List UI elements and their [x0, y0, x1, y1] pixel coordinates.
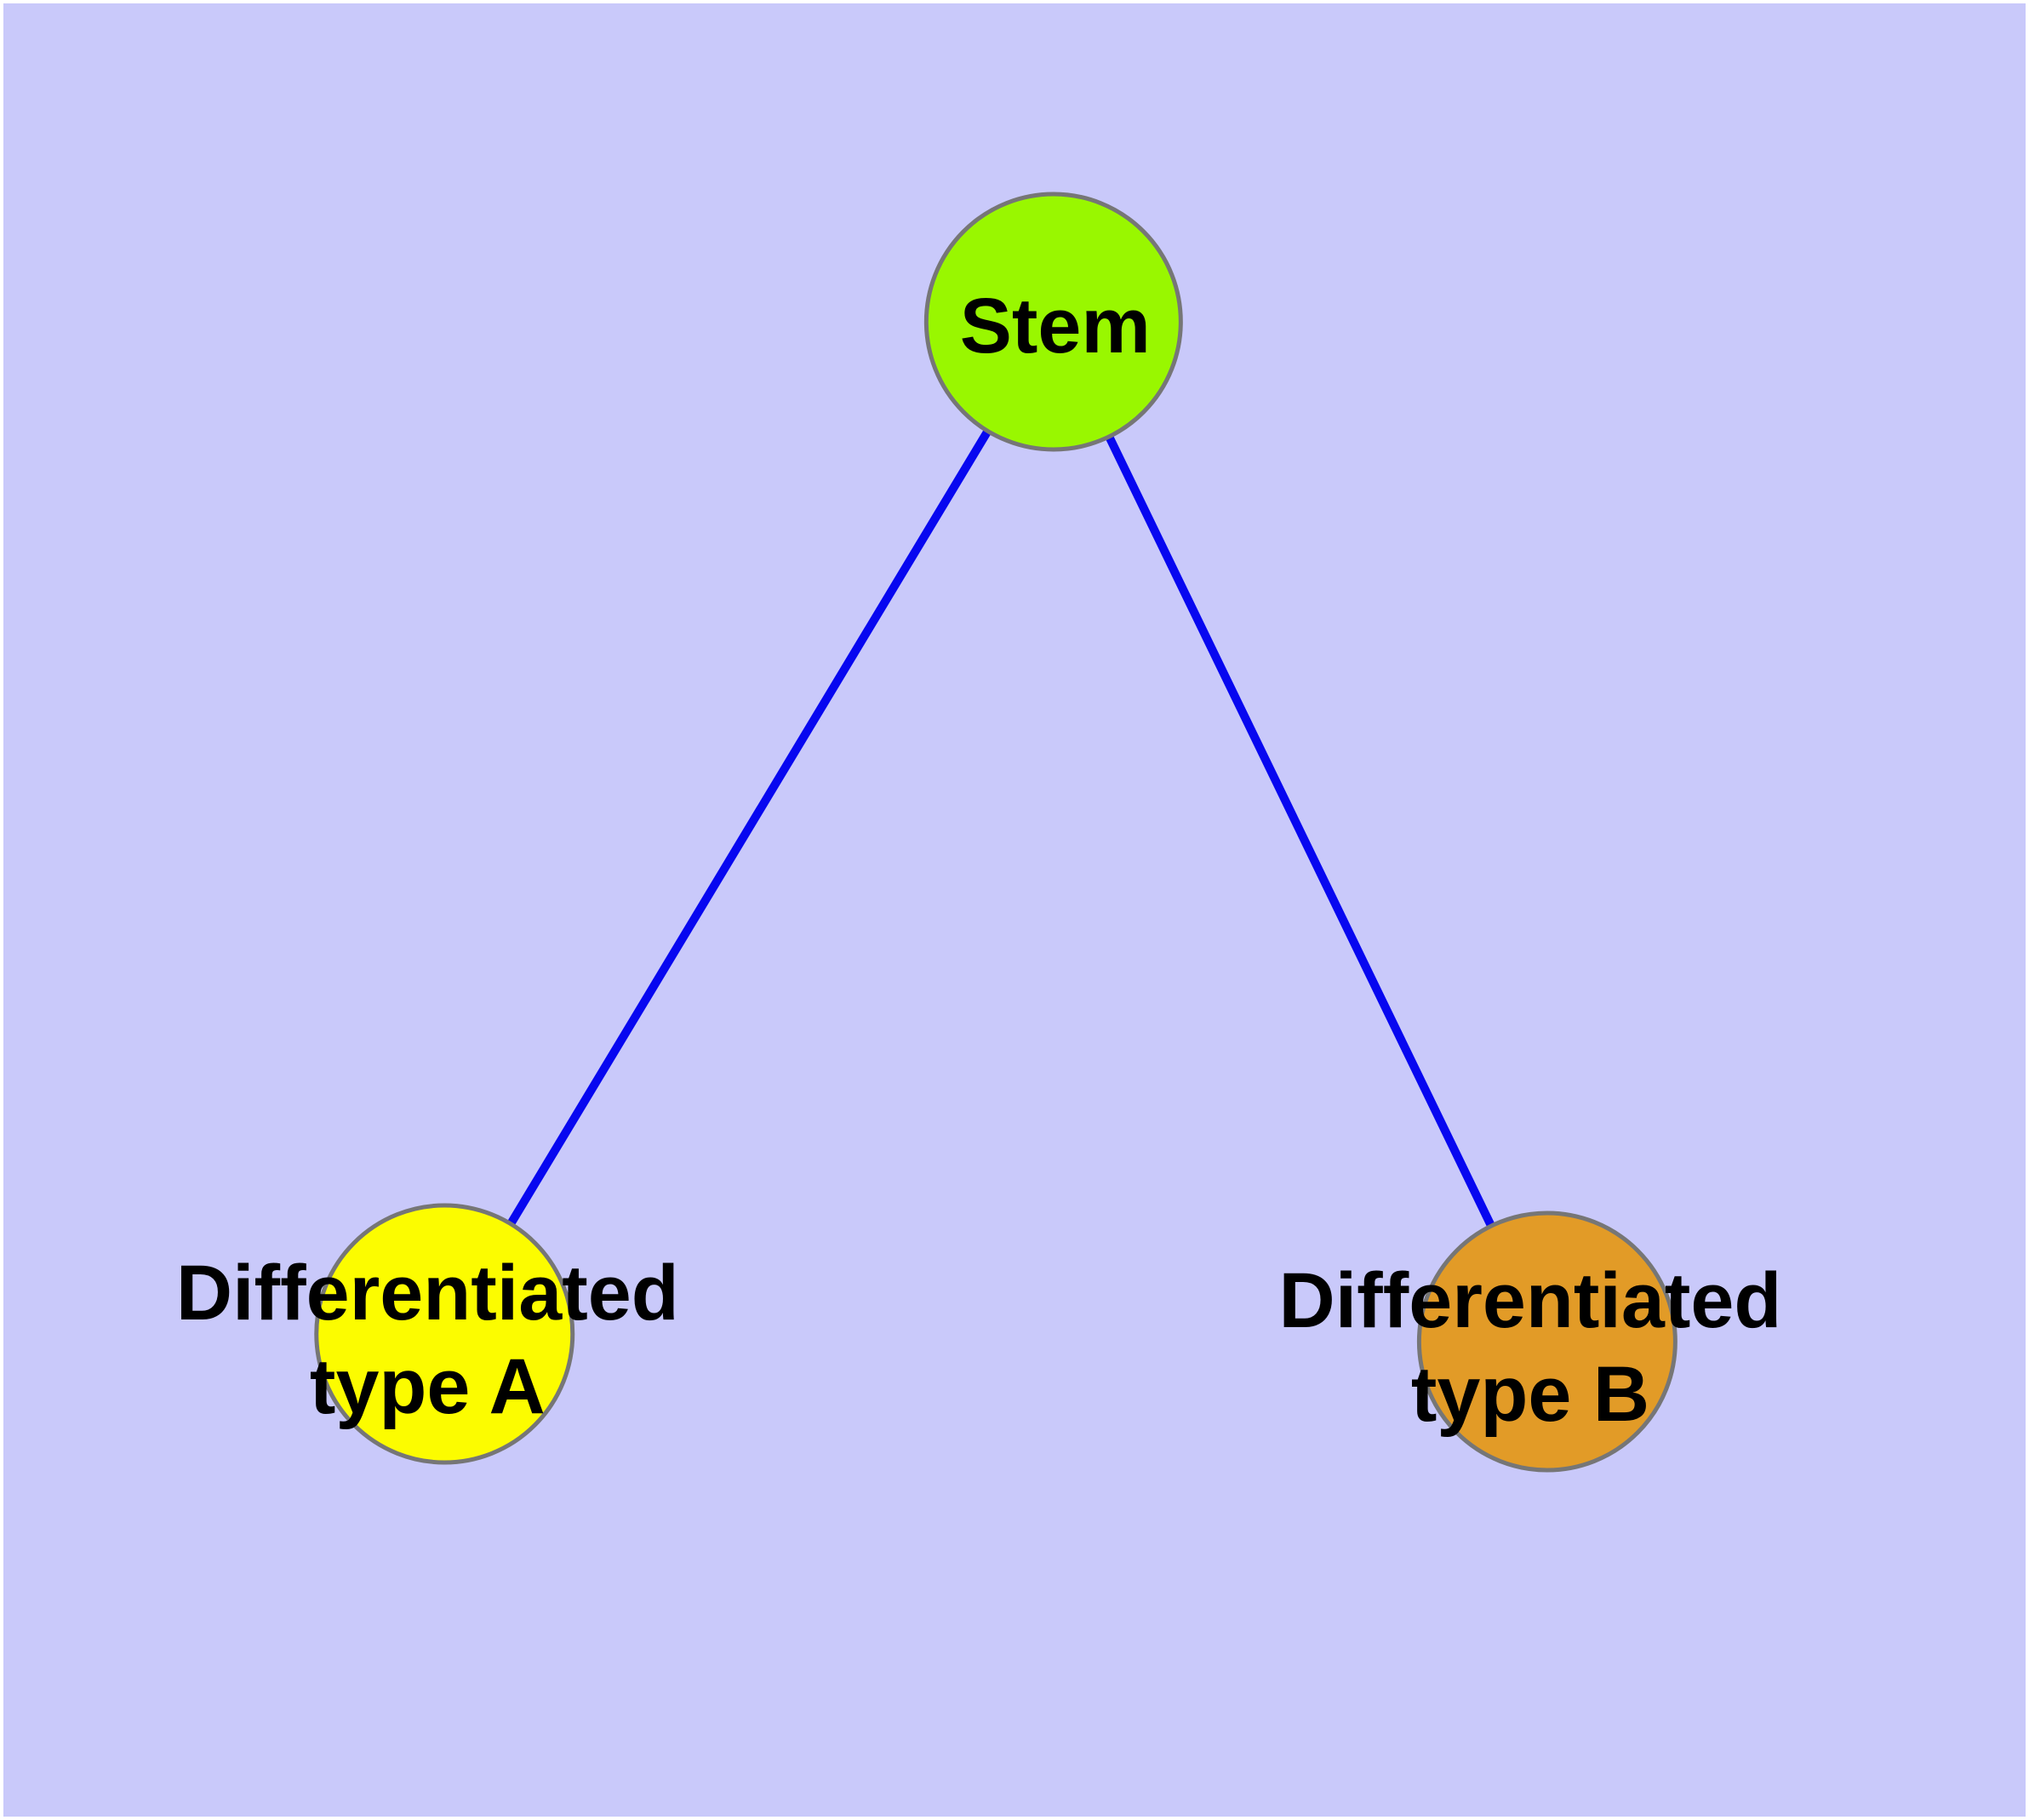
node-differentiated-type-b-label-line2: type B [1411, 1351, 1649, 1438]
cell-differentiation-graph: Stem Differentiated type A Differentiate… [3, 3, 2026, 1817]
node-differentiated-type-a-label-line1: Differentiated [176, 1250, 679, 1336]
edge-stem-to-differentiated-type-a [440, 319, 1058, 1336]
node-stem-label: Stem [960, 283, 1151, 369]
node-stem[interactable] [923, 192, 1183, 452]
edge-stem-to-differentiated-type-b [1049, 319, 1552, 1344]
node-differentiated-type-a[interactable] [314, 1203, 575, 1465]
node-differentiated-type-b[interactable] [1416, 1210, 1677, 1473]
node-differentiated-type-b-label-line1: Differentiated [1279, 1257, 1782, 1344]
node-differentiated-type-a-label-line2: type A [310, 1343, 546, 1430]
